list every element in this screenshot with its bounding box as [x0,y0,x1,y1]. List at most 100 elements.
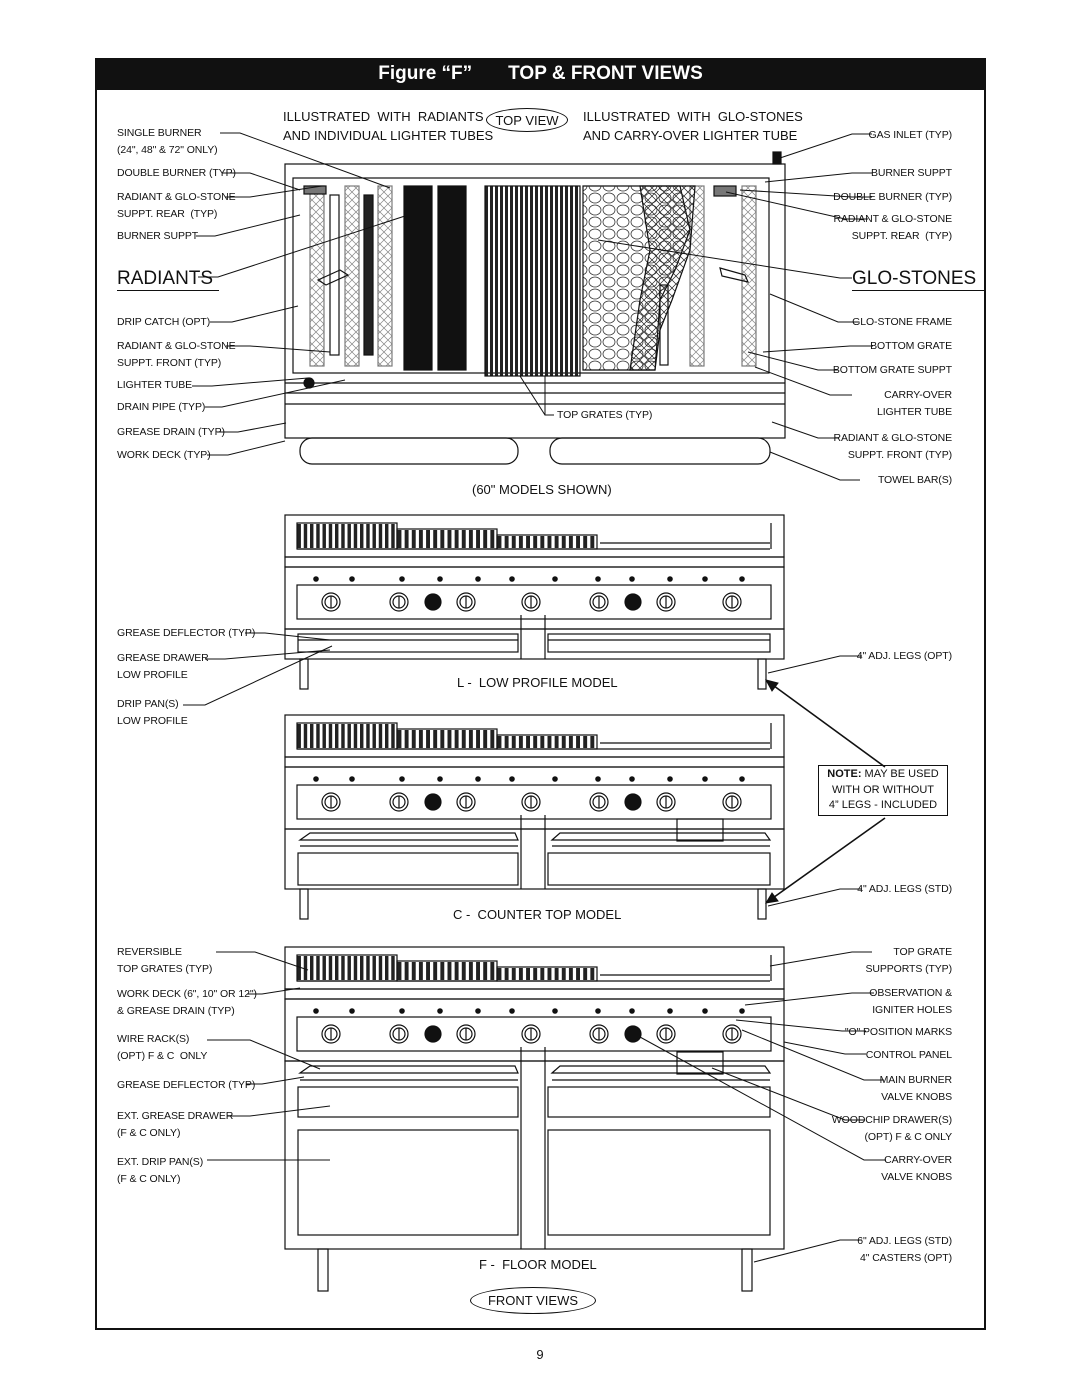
grate-bar [526,968,530,980]
grate-bar [322,524,326,548]
leader-line [246,1076,305,1085]
work-deck [284,988,785,1000]
leader-line [769,951,872,967]
leader-line [183,645,333,706]
label-ext-grease-drawer: EXT. GREASE DRAWER (F & C ONLY) [117,1110,234,1139]
grate-bar [533,536,538,548]
grate-bar [411,730,416,748]
burner-knob [389,1024,409,1044]
grate-bar [404,730,409,748]
grate-bar [540,736,545,748]
grate-bar [497,536,502,548]
grate-bar [561,536,566,548]
grate-bar [518,736,523,748]
igniter-hole [313,1008,319,1014]
front-views [284,514,785,1292]
glostones-label: GLO-STONES [852,268,985,291]
burner-knob [656,792,676,812]
carryover-knob [624,593,642,611]
grate-bar [378,524,383,548]
grate-bar [454,962,459,980]
igniter-hole [595,1008,601,1014]
label-burner-suppt-right: BURNER SUPPT [870,167,952,179]
grate-bar [366,724,370,748]
front-views-oval: FRONT VIEWS [470,1287,596,1314]
label-legs-std: 4" ADJ. LEGS (STD) [857,883,952,895]
grate-bar [378,956,383,980]
label-work-deck: WORK DECK (TYP) [117,449,211,461]
grate-bar [504,968,509,980]
low-profile-caption: L - LOW PROFILE MODEL [457,675,618,690]
grate-bar [576,968,580,980]
leader-line [711,1067,865,1121]
igniter-hole [702,776,708,782]
note-bold: NOTE: [827,768,862,780]
grate-bar [568,736,573,748]
grate-bar [511,536,516,548]
grate-bar [540,968,545,980]
grate-bar [391,956,395,980]
leader-line [198,215,406,278]
grate-bar [490,730,495,748]
grate-bar [391,524,395,548]
igniter-hole [629,1008,635,1014]
grate-bar [554,536,559,548]
leader-line [767,655,862,674]
igniter-hole [667,1008,673,1014]
burner-knob [722,1024,742,1044]
label-control-panel: CONTROL PANEL [865,1049,952,1061]
grate-bar [561,968,566,980]
radiants-label: RADIANTS [117,268,220,291]
figure-header: Figure “F” TOP & FRONT VIEWS [95,58,986,90]
grate-bar [316,524,320,548]
grate-bar [322,956,326,980]
burner-knob [656,592,676,612]
igniter-hole [349,1008,355,1014]
grate-bar [540,536,545,548]
grate-bar [497,736,502,748]
grate-bar [554,968,559,980]
leader-line [205,649,331,660]
wire-rack [550,1065,772,1074]
work-deck [284,556,785,568]
label-work-deck-floor: WORK DECK (6", 10" OR 12") & GREASE DRAI… [117,988,257,1017]
label-grease-deflector: GREASE DEFLECTOR (TYP) [117,627,256,639]
grate-bar [347,724,351,748]
igniter-hole [552,776,558,782]
leader-line [196,214,301,237]
label-drip-catch: DRIP CATCH (OPT) [117,316,211,328]
carryover-knob [424,793,442,811]
grate-bar [576,736,580,748]
burner-knob [722,592,742,612]
label-legs-opt: 4" ADJ. LEGS (OPT) [856,650,952,662]
grate-bar [447,962,452,980]
front-view-low-profile [284,514,785,690]
igniter-hole [509,776,515,782]
igniter-hole [313,576,319,582]
leader-line [739,189,872,198]
grate-bar [297,724,301,748]
counter-top-caption: C - COUNTER TOP MODEL [453,907,622,922]
burner-knob [521,1024,541,1044]
leader-line [735,1019,866,1032]
label-rear-support: RADIANT & GLO-STONE SUPPT. REAR (TYP) [117,191,236,220]
igniter-hole [475,1008,481,1014]
panel-inner [296,584,772,620]
grate-bar [328,524,333,548]
grease-drawer [297,1086,519,1118]
label-grease-drawer-lp: GREASE DRAWER LOW PROFILE [117,652,209,681]
note-line2: WITH OR WITHOUT [831,783,935,796]
grease-drawer [297,852,519,886]
note-line1: MAY BE USED [861,768,939,780]
label-carryover-knobs: CARRY-OVER VALVE KNOBS [881,1154,952,1183]
grate-bar [568,536,573,548]
burner-knob [456,592,476,612]
page-number: 9 [536,1347,544,1362]
drawer-area [284,628,785,660]
leader-lines [183,132,886,1263]
igniter-hole [667,776,673,782]
label-towel-bars: TOWEL BAR(S) [877,474,952,486]
grate-bar [590,968,595,980]
grate-bar [476,530,480,548]
top-view-drawing [284,151,786,465]
